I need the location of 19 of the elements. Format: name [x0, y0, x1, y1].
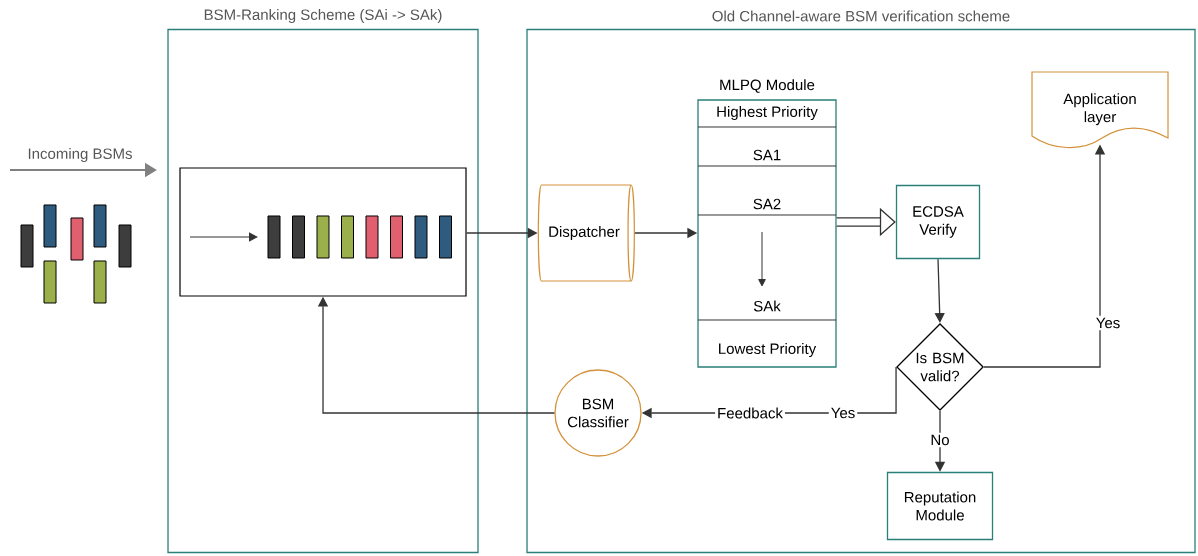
label-text: Incoming BSMs [28, 148, 132, 162]
panel: BSM-Ranking Scheme (SAi -> SAk) [167, 9, 479, 554]
arrow [934, 258, 945, 323]
node-label: BSM-Ranking Scheme (SAi -> SAk) [204, 9, 442, 23]
module-title: MLPQ Module [720, 79, 815, 93]
node-label: Old Channel-aware BSM verification scheme [712, 10, 1010, 22]
edge-label: No [928, 432, 952, 448]
process-box: Reputation Module [886, 471, 994, 541]
queue-box [179, 167, 467, 297]
process-box: ECDSA Verify [895, 184, 981, 260]
edge-label: Yes [1093, 315, 1123, 331]
edge-label: Yes [828, 405, 858, 421]
dispatcher-cylinder: Dispatcher [537, 184, 635, 282]
line-label: Feedback [715, 405, 785, 421]
queue-level-label: SA2 [753, 198, 781, 210]
queue-level-label: SAk [753, 300, 781, 312]
queue-level-label: Lowest Priority [719, 343, 817, 357]
queue-level-label: Highest Priority [717, 106, 818, 120]
queue-level-label: SA1 [753, 149, 781, 161]
